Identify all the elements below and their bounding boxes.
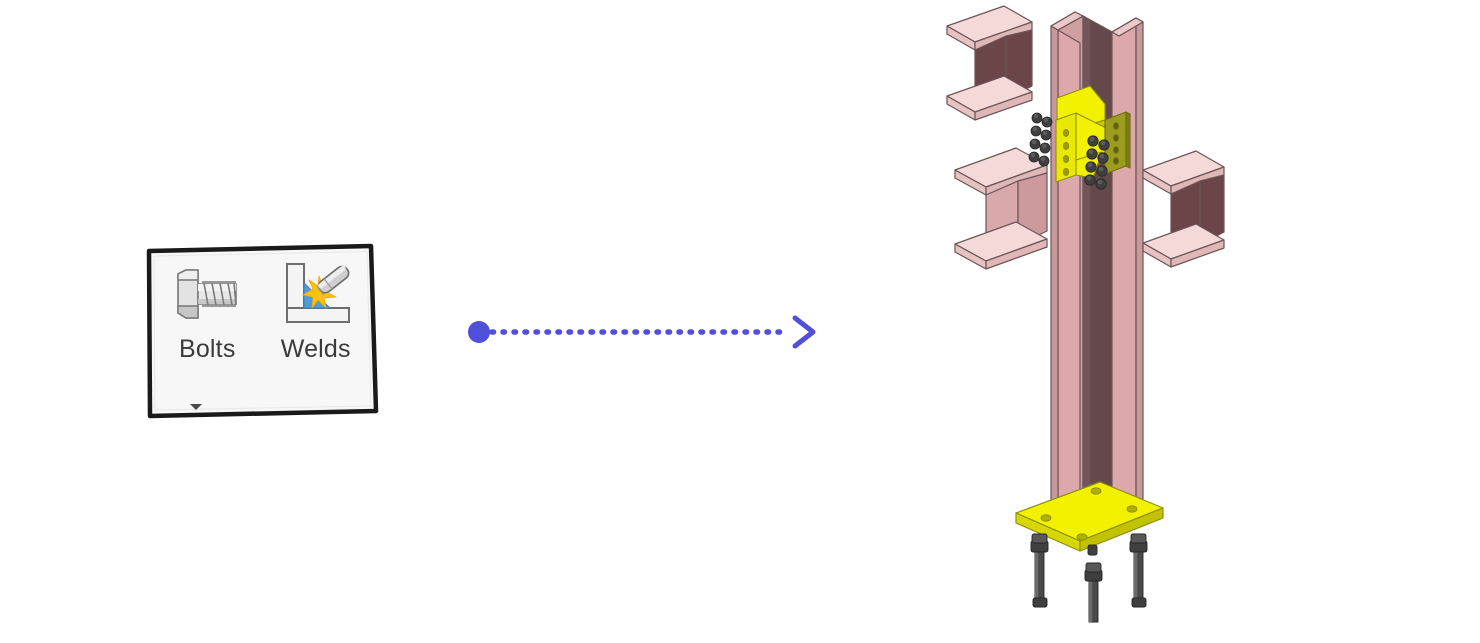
- beam-upper-left: [946, 5, 1033, 121]
- anchor-bolt-stub: [1087, 544, 1098, 556]
- cad-exploded-assembly: [946, 5, 1225, 623]
- dotted-flow-arrow: [468, 315, 816, 349]
- bolt-cluster-right: [1084, 135, 1110, 190]
- weld-icon: [285, 262, 350, 323]
- steel-column: [1050, 11, 1144, 526]
- bolts-button-label: Bolts: [178, 334, 236, 363]
- beam-right: [1142, 150, 1225, 268]
- beam-lower-left: [954, 147, 1048, 270]
- arrow-chevron-head: [792, 315, 816, 349]
- shear-tab-plate-right: [1104, 111, 1131, 175]
- welds-button-label: Welds: [280, 334, 351, 363]
- anchor-bolts: [1030, 533, 1148, 623]
- bolt-icon: [177, 268, 238, 319]
- anchor-bolt-right: [1129, 533, 1148, 608]
- arrow-start-dot: [468, 321, 490, 343]
- anchor-bolt-middle: [1084, 562, 1103, 623]
- welds-button[interactable]: Welds: [266, 256, 366, 362]
- bolt-cluster-left: [1028, 112, 1053, 167]
- chevron-down-icon[interactable]: [189, 403, 203, 411]
- steel-connection-3d-model[interactable]: [930, 0, 1250, 625]
- column-top-flanges: [1050, 11, 1144, 37]
- bolts-button[interactable]: Bolts: [157, 256, 257, 362]
- base-plate: [1015, 481, 1164, 552]
- anchor-bolt-left: [1030, 533, 1049, 608]
- bolts-welds-ribbon-group[interactable]: Bolts: [143, 243, 380, 419]
